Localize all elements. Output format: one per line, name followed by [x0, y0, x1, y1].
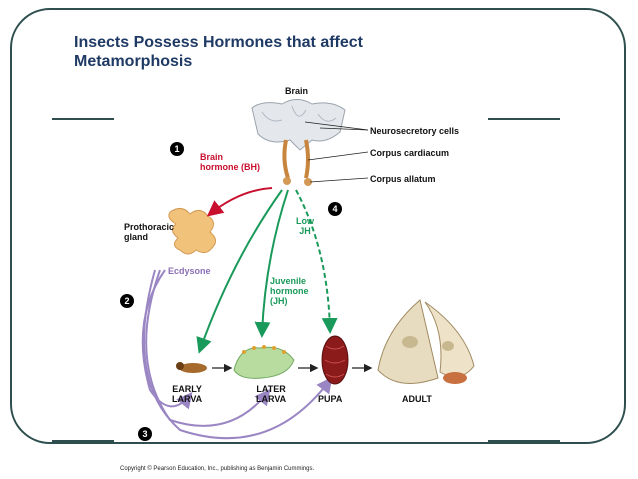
- low-jh-line-1: Low: [296, 216, 314, 226]
- early-line-1: EARLY: [172, 384, 202, 394]
- jh-line-2: hormone: [270, 286, 309, 296]
- slide-title: Insects Possess Hormones that affect Met…: [74, 33, 363, 71]
- left-rule: [52, 118, 114, 120]
- step-3-badge: 3: [138, 427, 152, 441]
- prothoracic-gland-illustration: [168, 208, 216, 255]
- low-jh-line-2: JH: [299, 226, 311, 236]
- prothoracic-line-2: gland: [124, 232, 148, 242]
- pupa-label: PUPA: [318, 394, 343, 404]
- later-line-1: LATER: [256, 384, 286, 394]
- brain-hormone-line-1: Brain: [200, 152, 224, 162]
- corpus-cardiacum-label: Corpus cardiacum: [370, 148, 450, 158]
- brain-hormone-label: Brain hormone (BH): [200, 152, 260, 172]
- step-1-badge: 1: [170, 142, 184, 156]
- prothoracic-gland-label: Prothoracic gland: [124, 222, 174, 242]
- low-jh-label: Low JH: [296, 216, 314, 236]
- jh-line-1: Juvenile: [270, 276, 307, 286]
- bottom-right-rule: [488, 440, 560, 442]
- title-line-1: Insects Possess Hormones that affect: [74, 34, 363, 51]
- later-larva-label: LATER LARVA: [256, 384, 286, 404]
- corpus-allatum-label: Corpus allatum: [370, 174, 436, 184]
- step-4-badge: 4: [328, 202, 342, 216]
- step-2-badge: 2: [120, 294, 134, 308]
- title-line-2: Metamorphosis: [74, 53, 193, 70]
- early-larva-label: EARLY LARVA: [172, 384, 202, 404]
- adult-moth-illustration: [377, 299, 475, 384]
- brain-illustration: [251, 99, 346, 186]
- bottom-left-rule: [52, 440, 114, 442]
- adult-label: ADULT: [402, 394, 432, 404]
- ecdysone-label: Ecdysone: [168, 266, 211, 276]
- neurosecretory-cells-label: Neurosecretory cells: [370, 126, 460, 136]
- later-line-2: LARVA: [256, 394, 287, 404]
- brain-label: Brain: [285, 86, 309, 96]
- slide-frame: [10, 8, 626, 444]
- early-line-2: LARVA: [172, 394, 203, 404]
- later-larva-illustration: [233, 345, 295, 379]
- brain-hormone-line-2: hormone (BH): [200, 162, 260, 172]
- jh-line-3: (JH): [270, 296, 288, 306]
- copyright-notice: Copyright © Pearson Education, Inc., pub…: [120, 466, 315, 472]
- early-larva-illustration: [176, 362, 207, 373]
- right-rule: [488, 118, 560, 120]
- pupa-illustration: [321, 335, 349, 385]
- juvenile-hormone-label: Juvenile hormone (JH): [270, 276, 309, 306]
- prothoracic-line-1: Prothoracic: [124, 222, 175, 232]
